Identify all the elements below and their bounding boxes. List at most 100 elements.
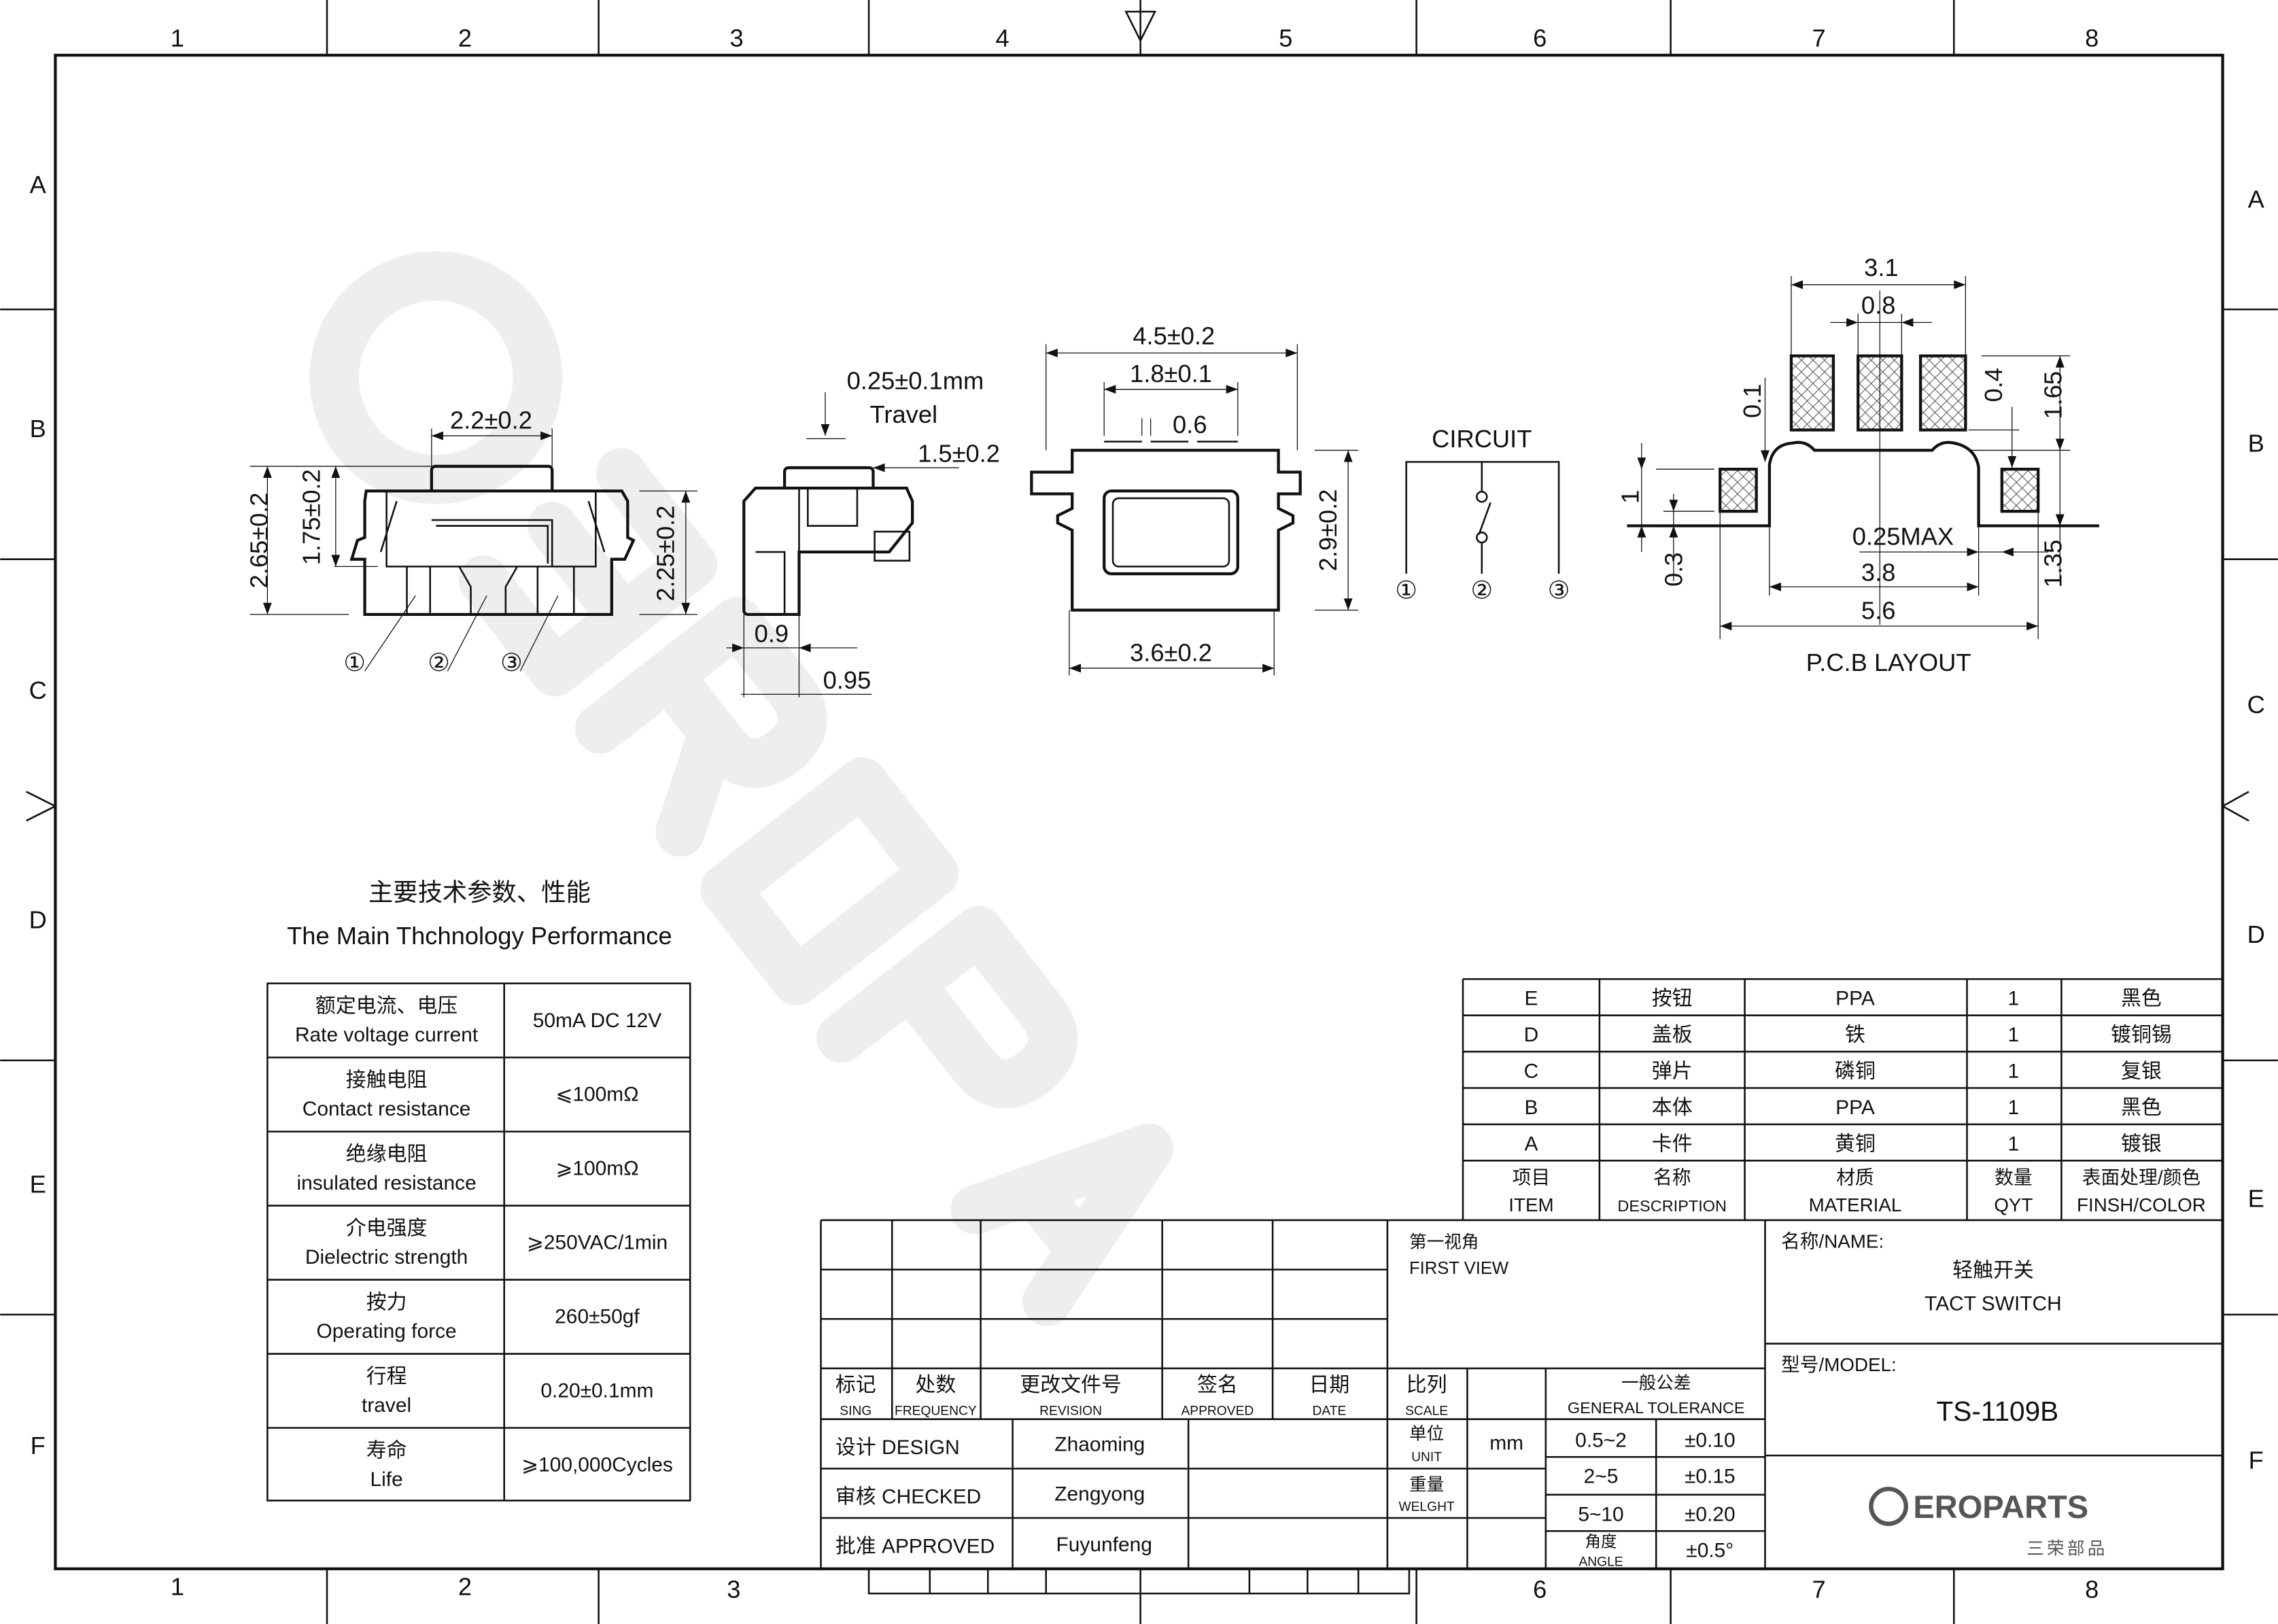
row-label: E xyxy=(2248,1185,2264,1213)
angle-en: ANGLE xyxy=(1578,1555,1623,1570)
col-label: 2 xyxy=(458,24,472,52)
spec-label-cn: 绝缘电阻 xyxy=(346,1143,428,1165)
spec-label-cn: 按力 xyxy=(366,1291,407,1313)
checker-name: Zengyong xyxy=(1054,1483,1145,1505)
dim-1: 1 xyxy=(1617,490,1644,504)
col-label: 6 xyxy=(1533,24,1547,52)
header-item-en: ITEM xyxy=(1508,1194,1553,1215)
hdr-approved-en: APPROVED xyxy=(1181,1404,1254,1418)
row-label: B xyxy=(30,415,46,443)
dim-travel: 0.25±0.1mm xyxy=(847,367,984,395)
front-view: 2.2±0.2 2.65±0.2 1.75±0.2 2.25±0.2 ① ② ③ xyxy=(245,406,697,676)
pcb-layout-title: P.C.B LAYOUT xyxy=(1806,649,1971,676)
col-label: 3 xyxy=(729,24,743,52)
hdr-frequency-en: FREQUENCY xyxy=(895,1404,977,1418)
col-label: 5 xyxy=(1279,24,1292,52)
spec-label-cn: 额定电流、电压 xyxy=(315,995,458,1017)
header-desc-en: DESCRIPTION xyxy=(1617,1197,1727,1215)
cell-item: A xyxy=(1524,1133,1538,1155)
cell-qty: 1 xyxy=(2008,1024,2020,1046)
dim-3-8: 3.8 xyxy=(1861,559,1895,587)
part-name-en: TACT SWITCH xyxy=(1925,1292,2062,1315)
tolerance-range: 5~10 xyxy=(1578,1503,1623,1525)
dim-1-65: 1.65 xyxy=(2039,371,2067,419)
row-label: F xyxy=(2249,1446,2264,1474)
spec-label-en: travel xyxy=(362,1394,411,1417)
col-label: 1 xyxy=(171,1572,184,1600)
dim-0-1: 0.1 xyxy=(1738,384,1766,418)
cell-qty: 1 xyxy=(2008,1060,2020,1083)
col-label: 7 xyxy=(1812,1576,1825,1604)
company-logo: EROPARTS 三荣部品 xyxy=(1869,1487,2105,1558)
circuit-diagram: CIRCUIT ① ② ③ xyxy=(1395,425,1570,604)
scale-cn: 比列 xyxy=(1407,1374,1447,1396)
model-number: TS-1109B xyxy=(1936,1396,2058,1427)
unit-cn: 单位 xyxy=(1409,1424,1444,1444)
cell-qty: 1 xyxy=(2008,1096,2020,1119)
header-item-cn: 项目 xyxy=(1513,1167,1551,1188)
dim-gap: 0.6 xyxy=(1173,411,1207,438)
side-view: 0.25±0.1mm Travel 1.5±0.2 0.9 0.95 xyxy=(726,367,1000,697)
model-label: 型号/MODEL: xyxy=(1781,1354,1897,1375)
hdr-revision-cn: 更改文件号 xyxy=(1020,1374,1122,1396)
dim-width: 4.5±0.2 xyxy=(1133,322,1215,349)
tolerance-value: ±0.15 xyxy=(1685,1466,1736,1488)
cell-item: D xyxy=(1524,1024,1539,1046)
logo-text: EROPARTS xyxy=(1913,1489,2088,1525)
hdr-approved-cn: 签名 xyxy=(1197,1374,1238,1396)
row-label: D xyxy=(2247,920,2265,948)
dim-height-body: 1.75±0.2 xyxy=(297,469,325,565)
tolerance-value: ±0.20 xyxy=(1685,1503,1736,1525)
angle-value: ±0.5° xyxy=(1686,1540,1733,1562)
dim-0-8: 0.8 xyxy=(1861,292,1895,319)
dim-0-95: 0.95 xyxy=(823,666,871,694)
hdr-date-en: DATE xyxy=(1313,1404,1347,1418)
row-label: A xyxy=(2248,186,2265,213)
hdr-date-cn: 日期 xyxy=(1309,1374,1350,1396)
dim-5-6: 5.6 xyxy=(1861,596,1895,624)
dim-0-3: 0.3 xyxy=(1660,552,1688,586)
hdr-sing-en: SING xyxy=(840,1404,871,1418)
col-label: 8 xyxy=(2085,24,2099,52)
first-view-cn: 第一视角 xyxy=(1409,1232,1479,1252)
dim-base: 3.6±0.2 xyxy=(1130,638,1212,666)
cell-desc: 弹片 xyxy=(1652,1060,1693,1083)
row-label: A xyxy=(30,171,47,198)
tolerance-cn: 一般公差 xyxy=(1621,1373,1691,1393)
cell-finish: 镀银 xyxy=(2121,1133,2162,1155)
cell-qty: 1 xyxy=(2008,1133,2020,1155)
dim-0-25max: 0.25MAX xyxy=(1852,522,1954,550)
angle-cn: 角度 xyxy=(1585,1533,1617,1551)
cell-desc: 盖板 xyxy=(1652,1024,1693,1046)
dim-3-1: 3.1 xyxy=(1864,254,1898,281)
spec-value: ⩾100mΩ xyxy=(555,1158,638,1180)
spec-title-en: The Main Thchnology Performance xyxy=(287,922,672,950)
col-label: 7 xyxy=(1812,24,1825,52)
designer-name: Zhaoming xyxy=(1054,1434,1145,1456)
col-label: 4 xyxy=(996,24,1009,52)
part-name-cn: 轻触开关 xyxy=(1952,1259,2034,1281)
frame-column-labels: 1 2 3 4 5 6 7 8 1 2 3 6 7 8 A B C D E F … xyxy=(29,24,2265,1603)
dim-0-4: 0.4 xyxy=(1980,368,2007,402)
travel-label: Travel xyxy=(870,400,938,428)
cell-material: PPA xyxy=(1835,1096,1875,1119)
weight-en: WELGHT xyxy=(1398,1500,1454,1514)
spec-value: 260±50gf xyxy=(555,1306,640,1328)
approver-name: Fuyunfeng xyxy=(1056,1534,1152,1556)
dim-0-9: 0.9 xyxy=(755,619,789,647)
spec-value: 50mA DC 12V xyxy=(533,1009,662,1032)
cell-material: PPA xyxy=(1835,988,1875,1010)
row-label: B xyxy=(2248,430,2264,457)
col-label: 6 xyxy=(1533,1576,1547,1604)
dim-height: 2.9±0.2 xyxy=(1314,489,1342,572)
spec-label-cn: 介电强度 xyxy=(346,1217,428,1239)
cell-desc: 本体 xyxy=(1652,1096,1693,1119)
pin-label: ② xyxy=(1471,576,1494,604)
cell-material: 磷铜 xyxy=(1835,1060,1876,1083)
cell-item: C xyxy=(1524,1060,1539,1083)
cell-desc: 卡件 xyxy=(1652,1133,1693,1155)
dim-button: 1.5±0.2 xyxy=(918,440,1000,468)
